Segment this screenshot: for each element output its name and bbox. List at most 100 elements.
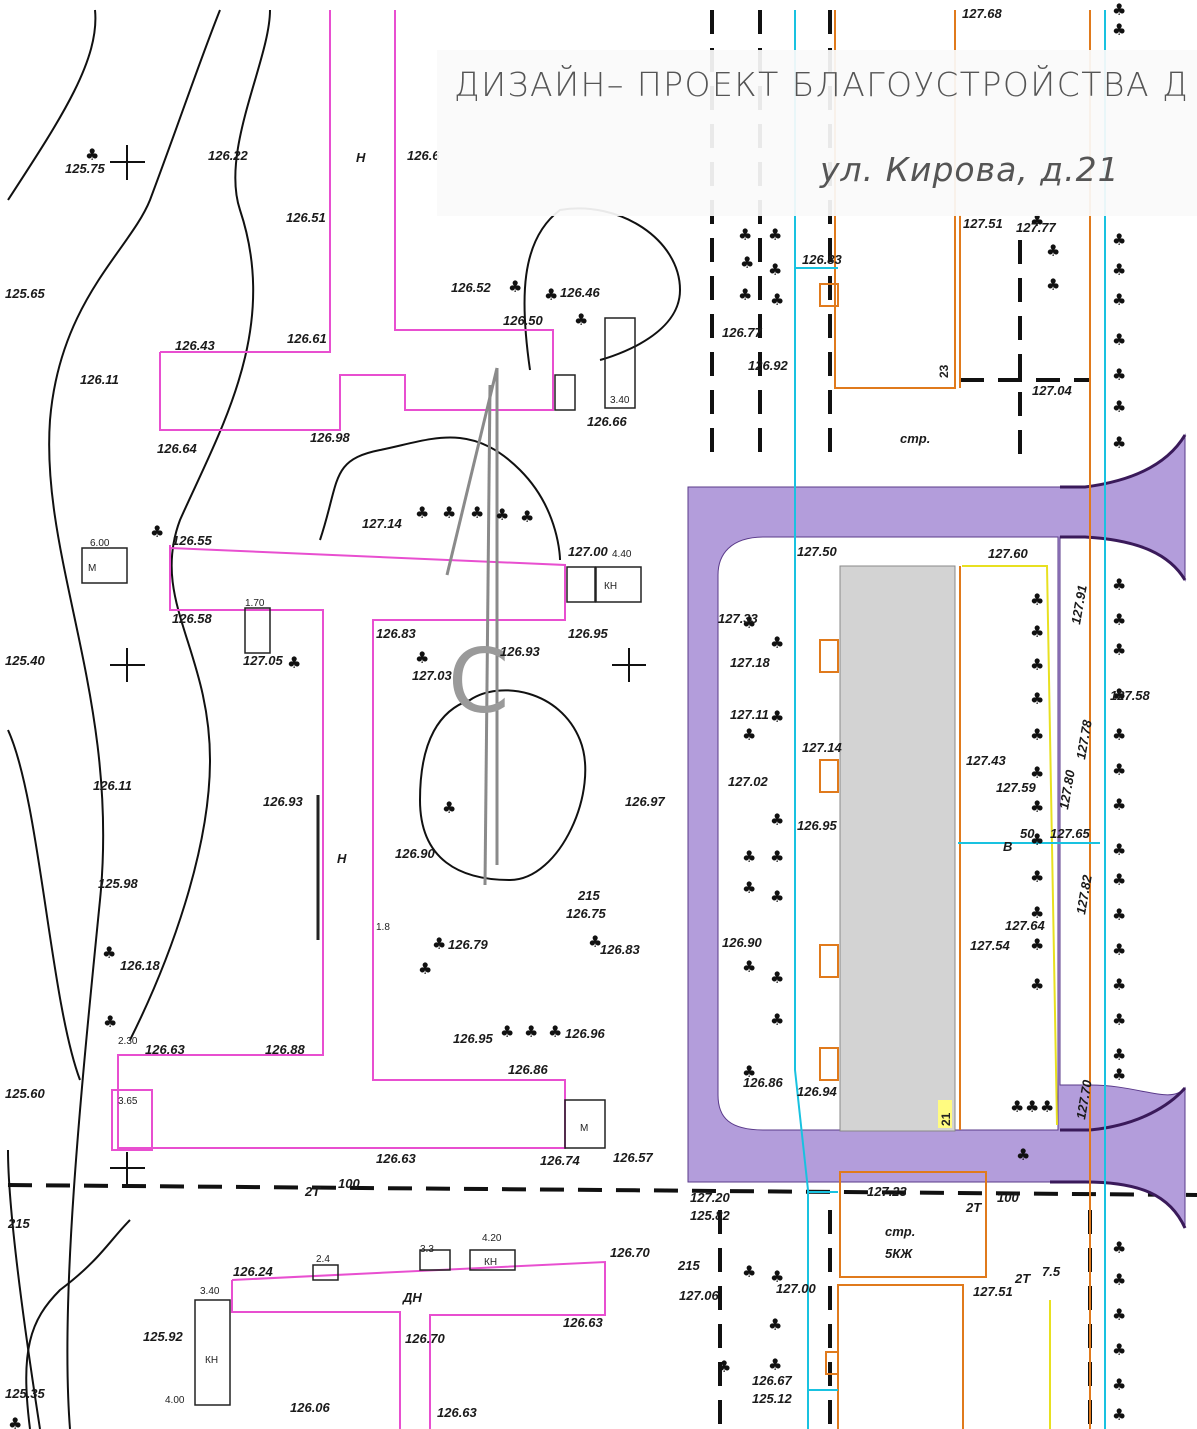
title-panel [437, 50, 1197, 216]
dimension: 4.20 [482, 1233, 502, 1244]
svg-text:♣: ♣ [1030, 763, 1044, 782]
elevation: 126.83 [802, 252, 843, 267]
elevation: 127.33 [718, 611, 759, 626]
svg-text:♣: ♣ [500, 1022, 514, 1041]
elevation: 125.75 [65, 161, 106, 176]
svg-text:♣: ♣ [1112, 940, 1126, 959]
elevation: 125.40 [5, 653, 46, 668]
building-footprint [839, 565, 956, 1132]
elevation: 127.00 [776, 1281, 817, 1296]
svg-text:♣: ♣ [1112, 760, 1126, 779]
tag-2t: 2Т [304, 1184, 321, 1199]
svg-text:♣: ♣ [1112, 840, 1126, 859]
elevation: 125.60 [5, 1086, 46, 1101]
north-arrow [445, 367, 499, 886]
elevation: 127.58 [1110, 688, 1151, 703]
dimension: 3.40 [200, 1286, 220, 1297]
tag-2t: 2Т [1014, 1271, 1031, 1286]
svg-text:♣: ♣ [1016, 1145, 1030, 1164]
svg-text:♣: ♣ [1112, 433, 1126, 452]
tag-labels: Н Н М М КН КН КН ДН стр. стр. 5КЖ 2Т 2Т … [7, 150, 1061, 1366]
svg-text:♣: ♣ [742, 725, 756, 744]
elevation: 126.58 [172, 611, 213, 626]
elevation: 126.11 [80, 372, 119, 387]
elevation: 126.98 [310, 430, 351, 445]
svg-text:♣: ♣ [1112, 905, 1126, 924]
svg-text:♣: ♣ [1112, 575, 1126, 594]
svg-text:♣: ♣ [1112, 397, 1126, 416]
elevation: 126.63 [376, 1151, 417, 1166]
svg-text:♣: ♣ [1046, 275, 1060, 294]
elevation: 126.70 [610, 1245, 651, 1260]
tag-m: М [88, 563, 96, 574]
elevation: 127.11 [730, 707, 769, 722]
svg-text:♣: ♣ [768, 1315, 782, 1334]
svg-text:♣: ♣ [770, 707, 784, 726]
svg-text:♣: ♣ [1112, 20, 1126, 39]
elevation: 126.6 [407, 148, 440, 163]
elevation: 127.18 [730, 655, 771, 670]
elevation: 126.22 [208, 148, 249, 163]
elevation: 126.90 [395, 846, 436, 861]
tag-215: 215 [7, 1216, 30, 1231]
elevation: 127.00 [568, 544, 609, 559]
elevation: 126.93 [263, 794, 304, 809]
tag-v: В [1003, 839, 1012, 854]
svg-text:♣: ♣ [574, 310, 588, 329]
elevation: 126.94 [797, 1084, 838, 1099]
svg-text:♣: ♣ [770, 633, 784, 652]
svg-text:♣: ♣ [1030, 655, 1044, 674]
svg-text:♣: ♣ [432, 934, 446, 953]
elevation: 126.77 [722, 325, 763, 340]
plot-number-21: 21 [939, 1112, 953, 1126]
elevation: 126.57 [613, 1150, 654, 1165]
elevation: 127.77 [1016, 220, 1057, 235]
plot-number-23: 23 [937, 364, 951, 378]
yellow-line [962, 565, 1058, 1429]
svg-text:♣: ♣ [1112, 365, 1126, 384]
svg-text:♣: ♣ [1030, 903, 1044, 922]
dimension: 6.00 [90, 538, 110, 549]
svg-text:♣: ♣ [1112, 1238, 1126, 1257]
elevation: 127.51 [973, 1284, 1013, 1299]
elevation: 126.52 [451, 280, 492, 295]
contour-lines [7, 9, 682, 1429]
elevation: 127.80 [1056, 768, 1078, 811]
elevation: 127.70 [1073, 1078, 1095, 1121]
dimension: 4.00 [165, 1395, 185, 1406]
tag-kzh: 5КЖ [885, 1246, 913, 1261]
svg-text:♣: ♣ [418, 959, 432, 978]
elevation: 127.59 [996, 780, 1037, 795]
svg-text:♣: ♣ [768, 225, 782, 244]
elevation: 126.63 [145, 1042, 186, 1057]
tag-2t: 2Т [965, 1200, 982, 1215]
svg-text:♣: ♣ [1030, 725, 1044, 744]
elevation-labels: 125.75 126.22 126.51 126.6 126.43 126.61… [5, 6, 1151, 1420]
elevation: 127.64 [1005, 918, 1046, 933]
svg-text:♣: ♣ [717, 1357, 731, 1376]
svg-text:♣: ♣ [1112, 685, 1126, 704]
svg-text:♣: ♣ [1112, 0, 1126, 19]
elevation: 125.12 [752, 1391, 793, 1406]
svg-text:♣: ♣ [1112, 610, 1126, 629]
elevation: 126.95 [453, 1031, 494, 1046]
svg-text:♣: ♣ [1030, 935, 1044, 954]
svg-text:♣: ♣ [415, 648, 429, 667]
dimension: 2.4 [316, 1254, 330, 1265]
svg-text:♣: ♣ [1030, 689, 1044, 708]
tag-kn: КН [604, 581, 617, 592]
dimension: 4.40 [612, 549, 632, 560]
svg-text:♣: ♣ [415, 503, 429, 522]
svg-text:♣: ♣ [102, 943, 116, 962]
svg-text:♣: ♣ [1112, 260, 1126, 279]
elevation: 126.86 [743, 1075, 784, 1090]
tag-kn: КН [484, 1257, 497, 1268]
elevation: 127.54 [970, 938, 1011, 953]
elevation: 127.65 [1050, 826, 1091, 841]
svg-text:♣: ♣ [8, 1414, 22, 1429]
tag-n: Н [337, 851, 347, 866]
elevation: 126.66 [587, 414, 628, 429]
elevation: 126.64 [157, 441, 198, 456]
svg-text:♣: ♣ [742, 1262, 756, 1281]
tag-215: 215 [677, 1258, 700, 1273]
